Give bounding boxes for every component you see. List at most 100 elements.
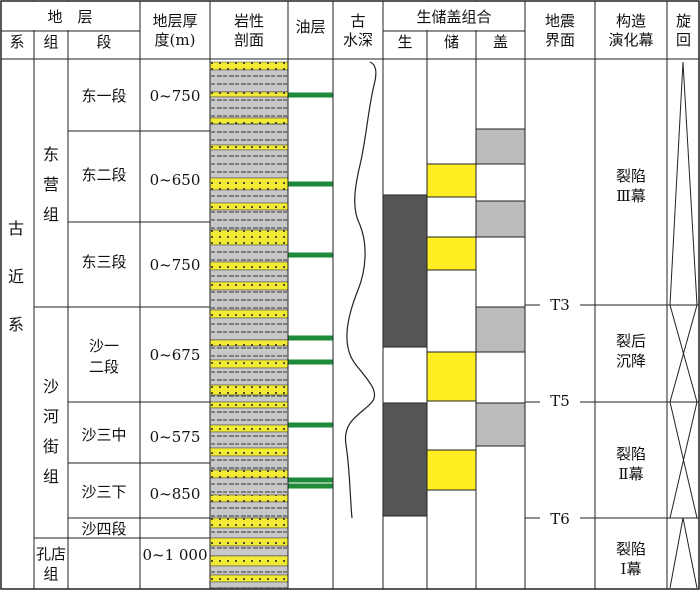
sandstone-band	[209, 447, 289, 457]
mudstone-band	[209, 431, 289, 449]
group-dongying: 东营组	[42, 145, 59, 224]
reservoir-box	[426, 163, 477, 198]
header-paleo-depth-1: 古	[350, 12, 366, 30]
paleo-depth-curve	[344, 61, 377, 519]
cycle-triangle	[669, 304, 698, 403]
cap-rock-box	[475, 402, 526, 447]
section-dong1: 东一段	[81, 87, 127, 105]
header-thickness-1: 地层厚	[152, 12, 198, 30]
sandstone-band	[209, 144, 289, 151]
mudstone-band	[209, 345, 289, 361]
group-shahejie: 沙河街组	[42, 377, 59, 486]
header-cycle-2: 回	[675, 31, 691, 49]
sandstone-band	[209, 281, 289, 291]
source-rock-box	[382, 402, 428, 517]
sandstone-band	[209, 91, 289, 98]
tectonic-4-line1: 裂陷	[615, 540, 646, 558]
lithology-column	[209, 61, 289, 589]
mudstone-band	[209, 581, 289, 589]
sandstone-band	[209, 339, 289, 347]
mudstone-band	[209, 244, 289, 263]
tectonic-1-line2: Ⅲ幕	[616, 187, 646, 205]
section-sha3-lower: 沙三下	[81, 483, 127, 501]
sandstone-band	[209, 494, 289, 503]
sandstone-band	[209, 424, 289, 433]
seismic-t5: T5	[540, 392, 580, 411]
mudstone-band	[209, 407, 289, 426]
mudstone-band	[209, 455, 289, 471]
header-formation: 地 层	[47, 8, 93, 26]
cap-rock-box	[475, 306, 526, 353]
header-seismic-1: 地震	[544, 12, 575, 30]
mudstone-band	[209, 269, 289, 283]
tectonic-2-line2: 沉降	[615, 352, 646, 370]
sandstone-band	[209, 359, 289, 369]
header-seismic-2: 界面	[544, 31, 575, 49]
header-lithology-2: 剖面	[233, 31, 264, 49]
oil-layer-mark	[288, 92, 333, 98]
thickness-sha3-lower: 0~850	[149, 485, 201, 503]
sandstone-band	[209, 117, 289, 125]
thickness-dong3: 0~750	[149, 256, 201, 274]
cap-rock-box	[475, 200, 526, 238]
group-kongdian: 孔店组	[35, 545, 66, 583]
header-sst-combo: 生储盖组合	[416, 8, 492, 26]
seismic-t6: T6	[540, 510, 580, 529]
sandstone-band	[209, 517, 289, 529]
mudstone-band	[209, 123, 289, 146]
header-oil-layer: 油层	[295, 18, 326, 36]
section-dong2: 东二段	[81, 166, 127, 184]
sandstone-band	[209, 261, 289, 271]
tectonic-2-line1: 裂后	[615, 332, 646, 350]
header-paleo-depth-2: 水深	[342, 31, 373, 49]
sandstone-band	[209, 229, 289, 246]
header-section: 段	[96, 33, 112, 51]
header-reservoir: 储	[443, 33, 459, 51]
mudstone-band	[209, 367, 289, 386]
oil-layer-mark	[288, 483, 333, 489]
mudstone-band	[209, 209, 289, 231]
section-sha12: 沙一二段	[88, 337, 119, 376]
cycle-triangle	[669, 61, 698, 306]
tectonic-4-line2: Ⅰ幕	[620, 560, 642, 578]
sandstone-band	[209, 555, 289, 567]
mudstone-band	[209, 149, 289, 179]
oil-layer-mark	[288, 359, 333, 365]
mudstone-band	[209, 545, 289, 557]
mudstone-band	[209, 189, 289, 204]
sandstone-band	[209, 61, 289, 71]
sandstone-band	[209, 469, 289, 479]
header-tectonic-2: 演化幕	[608, 31, 654, 49]
oil-layer-mark	[288, 181, 333, 187]
header-thickness-2: 度(m)	[154, 31, 196, 49]
header-cap: 盖	[492, 33, 508, 51]
sandstone-band	[209, 202, 289, 211]
oil-layer-mark	[288, 477, 333, 483]
tectonic-3-line1: 裂陷	[615, 445, 646, 463]
header-cycle-1: 旋	[675, 12, 691, 30]
cap-rock-box	[475, 128, 526, 165]
reservoir-box	[426, 351, 477, 402]
header-lithology-1: 岩性	[233, 12, 264, 30]
sandstone-band	[209, 177, 289, 191]
thickness-sha3-middle: 0~575	[149, 428, 201, 446]
tectonic-1-line1: 裂陷	[615, 167, 646, 185]
tectonic-3-line2: Ⅱ幕	[618, 465, 644, 483]
mudstone-band	[209, 527, 289, 539]
system-name: 古近系	[7, 219, 24, 334]
thickness-sha12: 0~675	[149, 346, 201, 364]
thickness-dong2: 0~650	[149, 171, 201, 189]
mudstone-band	[209, 289, 289, 311]
mudstone-band	[209, 69, 289, 93]
mudstone-band	[209, 565, 289, 576]
mudstone-band	[209, 394, 289, 403]
mudstone-band	[209, 477, 289, 496]
header-source: 生	[397, 33, 413, 51]
cycle-triangle	[669, 401, 698, 519]
cycle-triangle	[669, 517, 698, 589]
mudstone-band	[209, 96, 289, 119]
source-rock-box	[382, 194, 428, 348]
sandstone-band	[209, 574, 289, 583]
